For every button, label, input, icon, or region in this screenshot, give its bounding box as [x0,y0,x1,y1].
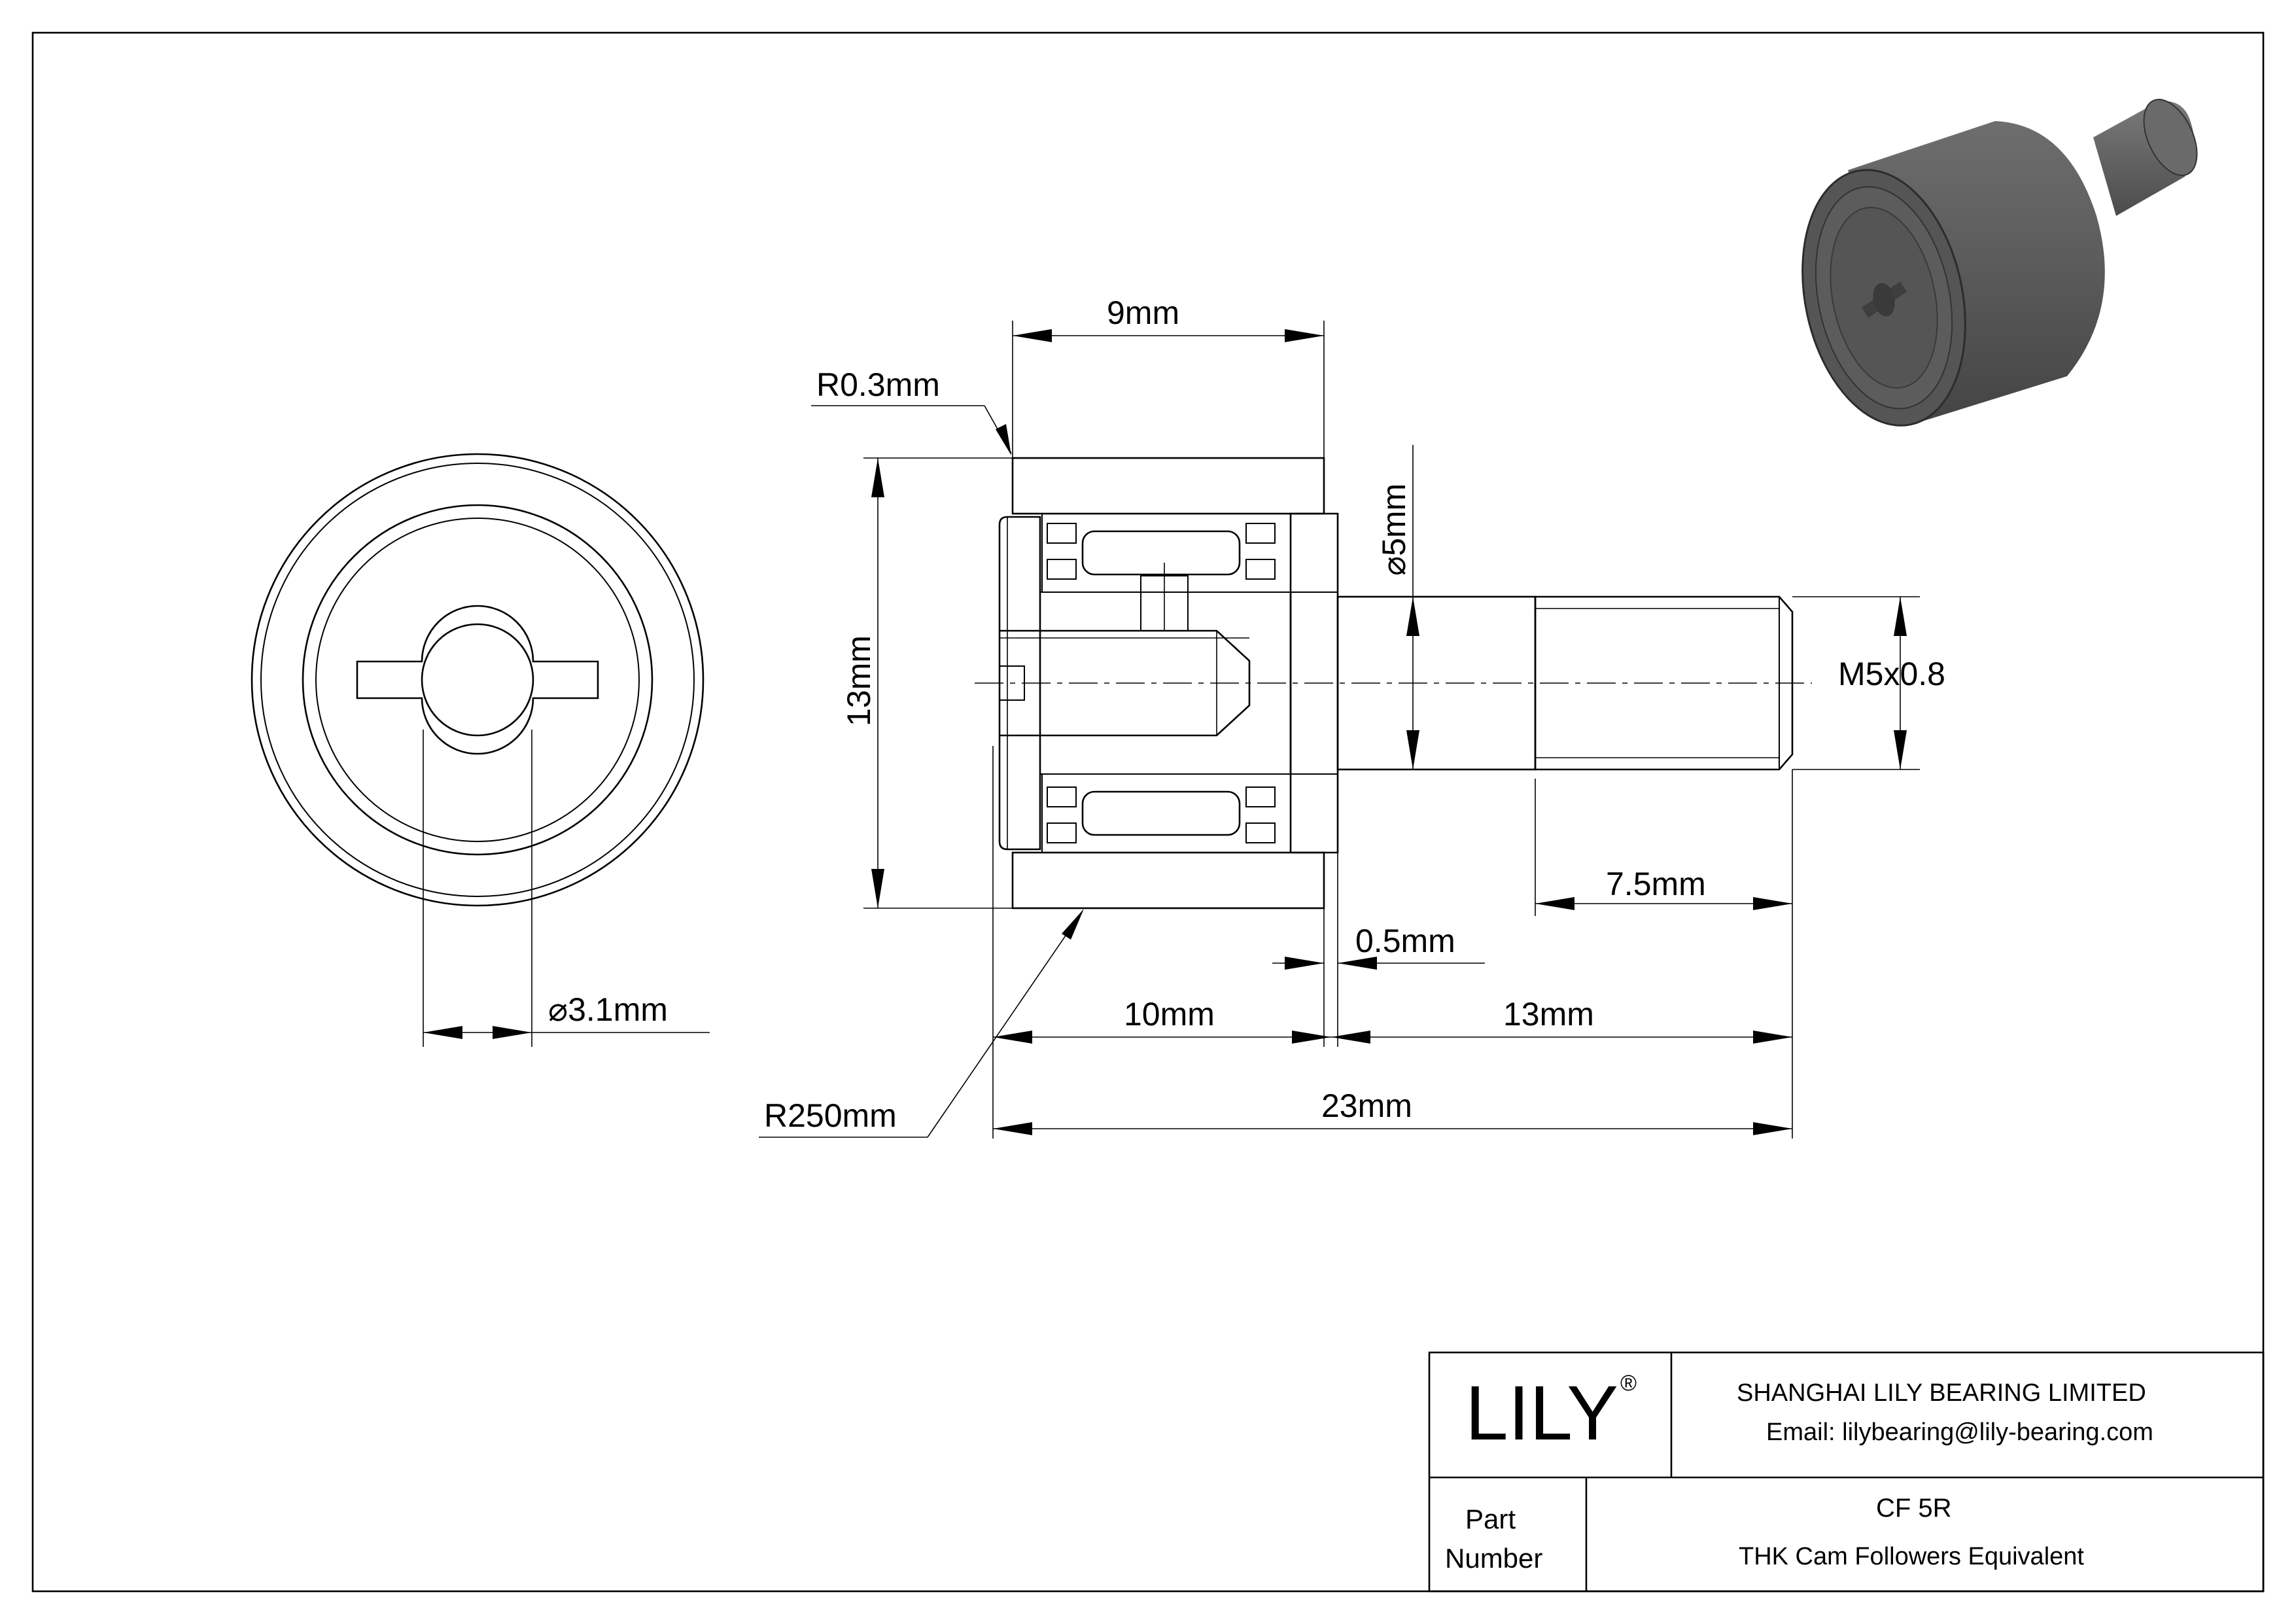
title-block: LILY ® SHANGHAI LILY BEARING LIMITED Ema… [1428,1351,2265,1593]
outer-ring-inner-circle [260,463,695,897]
outer-ring-top [1011,457,1325,515]
flange-circle [302,504,653,856]
dimensions: 9mm R0.3mm 13mm ⌀5mm M5x0.8 7.5mm [759,294,1945,1139]
dim-crown-radius: R250mm [764,1097,897,1134]
dim-shaft-diameter: ⌀5mm [1376,484,1412,576]
lube-hole-circle [421,623,534,737]
part-number: CF 5R [1876,1494,1952,1523]
roller-bottom [1081,790,1241,836]
section-view [975,457,1812,909]
dim-length-10: 10mm [1124,996,1215,1033]
dim-hole-diameter: ⌀3.1mm [548,991,668,1028]
dim-corner-radius: R0.3mm [816,366,940,403]
part-label-line2: Number [1445,1543,1542,1574]
cam-follower-render [1801,99,2198,427]
dim-height-13: 13mm [841,635,877,726]
outer-ring-bottom [1011,851,1325,909]
drawing-border [31,31,2265,1593]
dim-thread: M5x0.8 [1838,656,1945,692]
end-view: ⌀3.1mm [251,453,710,1047]
dim-total-23: 23mm [1321,1087,1412,1124]
company-logo: LILY [1465,1370,1618,1456]
company-name: SHANGHAI LILY BEARING LIMITED [1737,1379,2146,1407]
dim-gap: 0.5mm [1355,923,1455,959]
logo-registered-mark: ® [1620,1371,1637,1396]
roller-top [1081,530,1241,576]
flange-inner-circle [315,518,640,842]
dim-thread-length: 7.5mm [1606,866,1706,902]
screwdriver-slot [356,605,599,755]
dim-length-13: 13mm [1503,996,1594,1033]
company-email: Email: lilybearing@lily-bearing.com [1766,1419,2153,1446]
part-label-line1: Part [1465,1504,1516,1534]
outer-ring-circle [251,453,704,907]
part-description: THK Cam Followers Equivalent [1739,1543,2084,1570]
dim-width-9: 9mm [1107,294,1179,331]
